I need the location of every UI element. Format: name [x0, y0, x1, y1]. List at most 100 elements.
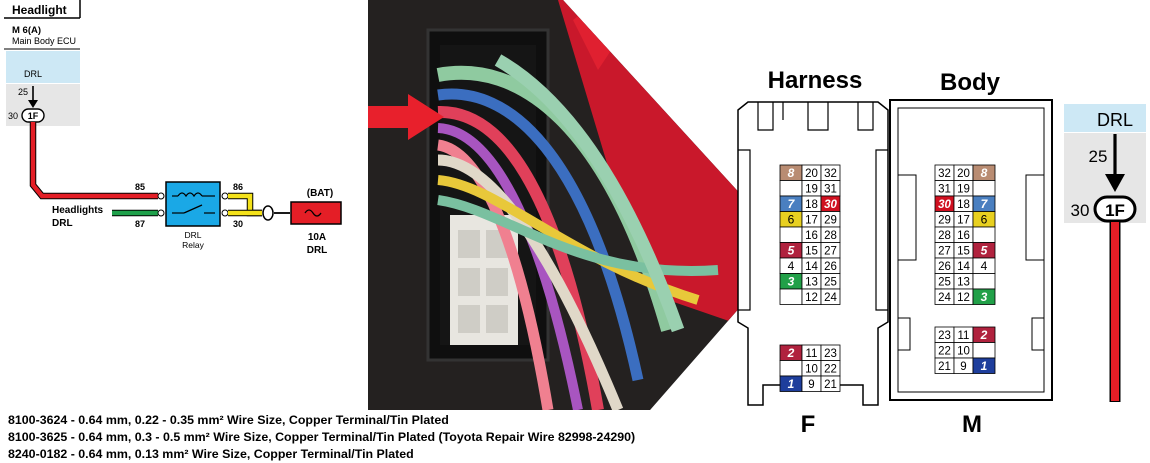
fuse-name: DRL: [307, 245, 328, 256]
pin-25-label: 25: [18, 87, 28, 97]
pin-number: 16: [957, 230, 970, 242]
pin-number: 13: [805, 277, 818, 289]
pin-number: 5: [981, 244, 988, 258]
body-connector-inner: [897, 107, 1045, 393]
fuse-rating: 10A: [308, 232, 326, 243]
body-side-outline: [898, 174, 1044, 351]
pin-number: 31: [938, 184, 951, 196]
pin-number: 4: [788, 259, 795, 273]
pin-number: 4: [981, 259, 988, 273]
pin-number: 14: [957, 261, 970, 273]
pin-number: 1: [788, 377, 795, 391]
pin-number: 7: [981, 197, 989, 211]
body-pin-color-cell: [972, 288, 996, 305]
pin-number: 6: [981, 213, 988, 227]
pin-number: 12: [957, 292, 970, 304]
drl-detail: DRL 25 30 1F: [1064, 104, 1146, 402]
ecu-id: M 6(A): [12, 25, 41, 36]
drl-detail-pin-25: 25: [1089, 147, 1108, 166]
relay-switch-icon: [183, 204, 203, 214]
pin-number: 24: [824, 292, 837, 304]
harness-pin-cell: [820, 288, 841, 305]
relay-pin-85: 85: [135, 182, 145, 192]
fuse-icon: [304, 209, 322, 217]
body-pin-color-cell: [972, 342, 996, 359]
ecu-name: Main Body ECU: [12, 36, 76, 46]
pin-number: 8: [788, 166, 795, 180]
pin-number: 15: [805, 246, 818, 258]
headlights-label: Headlights: [52, 205, 104, 216]
pin-number: 17: [805, 215, 818, 227]
relay-name-2: Relay: [182, 240, 204, 250]
body-title: Body: [940, 69, 1001, 96]
pin-number: 3: [788, 275, 795, 289]
pin-number: 19: [805, 184, 818, 196]
pin-number: 18: [957, 199, 970, 211]
pin-number: 23: [824, 348, 837, 360]
drl-relay: [165, 181, 221, 227]
harness-title: Harness: [768, 67, 863, 94]
drl-output-label: DRL: [24, 69, 42, 79]
pin-number: 6: [788, 213, 795, 227]
pin-number: 26: [938, 261, 951, 273]
pin-number: 22: [938, 346, 951, 358]
drl-detail-pin-30: 30: [1071, 201, 1090, 220]
pin-number: 32: [938, 168, 951, 180]
pin-number: 11: [958, 330, 970, 342]
pin-number: 24: [938, 292, 951, 304]
body-pin-color-cell: [972, 357, 996, 374]
pin-number: 20: [957, 168, 970, 180]
pin-number: 13: [957, 277, 970, 289]
drl-output-block: [6, 51, 80, 83]
body-pin-color-cell: [972, 180, 996, 197]
pin-number: 19: [957, 184, 970, 196]
pin-number: 27: [938, 246, 951, 258]
pin-number: 3: [981, 290, 988, 304]
pin-number: 27: [824, 246, 837, 258]
pin-number: 18: [805, 199, 818, 211]
pin-number: 28: [824, 230, 837, 242]
wiring-schematic: Headlight M 6(A) Main Body ECU DRL 25 30…: [4, 0, 342, 256]
harness-side-outline: [738, 149, 888, 311]
pin-number: 23: [938, 330, 951, 342]
connector-photo: [368, 0, 755, 410]
red-wire: [30, 122, 158, 199]
pin-number: 5: [788, 244, 795, 258]
pin-number: 12: [805, 292, 818, 304]
pin-number: 10: [805, 364, 818, 376]
drl-detail-block: [1064, 104, 1146, 132]
pin-number: 21: [938, 361, 951, 373]
wire-spec-notes: 8100-3624 - 0.64 mm, 0.22 - 0.35 mm² Wir…: [8, 412, 748, 463]
body-pin-color-cell: [972, 226, 996, 243]
drl-detail-label: DRL: [1097, 110, 1133, 130]
harness-pin-color-cell: [779, 180, 803, 197]
harness-connector-letter: F: [801, 411, 816, 438]
pin-number: 32: [824, 168, 837, 180]
pin-number: 9: [808, 379, 814, 391]
harness-pin-color-cell: [779, 226, 803, 243]
pin-number: 9: [960, 361, 966, 373]
relay-coil-icon: [177, 192, 203, 198]
splice-icon: [262, 205, 274, 221]
pin-number: 21: [824, 379, 837, 391]
relay-pin-86: 86: [233, 182, 243, 192]
battery-label: (BAT): [307, 188, 333, 199]
pin-number: 11: [806, 348, 818, 360]
harness-pin-color-cell: [779, 360, 803, 377]
pin-number: 31: [824, 184, 837, 196]
wire-spec-note: 8100-3625 - 0.64 mm, 0.3 - 0.5 mm² Wire …: [8, 430, 636, 444]
pin-number: 2: [787, 346, 795, 360]
connector-1f-label: 1F: [28, 111, 39, 121]
pin-number: 10: [957, 346, 970, 358]
harness-pin-cell: [820, 375, 841, 392]
pin-30-label: 30: [8, 111, 18, 121]
pin-number: 1: [981, 359, 988, 373]
relay-name-1: DRL: [184, 230, 201, 240]
pin-number: 29: [938, 215, 951, 227]
pin-number: 20: [805, 168, 818, 180]
body-pin-color-cell: [972, 273, 996, 290]
pin-number: 7: [788, 197, 796, 211]
pin-number: 30: [938, 199, 951, 211]
relay-pin-30: 30: [233, 219, 243, 229]
drl-fuse: [290, 201, 342, 225]
